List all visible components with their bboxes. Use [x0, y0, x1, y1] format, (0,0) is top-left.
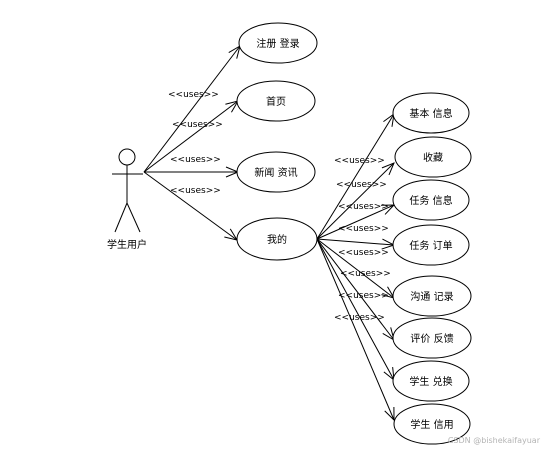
assoc-student-redeem	[316, 238, 394, 380]
stereotype-label: <<uses>>	[338, 224, 389, 234]
use-case-label: 学生 兑换	[409, 375, 452, 388]
use-case-label: 收藏	[423, 151, 443, 164]
actor-label: 学生用户	[107, 238, 147, 251]
use-case-label: 我的	[267, 233, 287, 246]
use-case-label: 任务 信息	[409, 194, 452, 207]
use-case-communication: 沟通 记录	[392, 275, 472, 317]
use-case-student-credit: 学生 信用	[393, 403, 471, 445]
stereotype-label: <<uses>>	[172, 120, 223, 130]
use-case-label: 基本 信息	[409, 107, 452, 120]
stereotype-label: <<uses>>	[168, 90, 219, 100]
stereotype-label: <<uses>>	[334, 313, 385, 323]
use-case-review: 评价 反馈	[392, 317, 472, 359]
stereotype-label: <<uses>>	[170, 186, 221, 196]
stereotype-label: <<uses>>	[336, 180, 387, 190]
actor-associations	[143, 46, 240, 240]
assoc-communication	[316, 238, 394, 298]
assoc-task-info	[316, 205, 394, 240]
use-case-label: 任务 订单	[409, 239, 452, 252]
stereotype-label: <<uses>>	[340, 269, 391, 279]
use-case-label: 评价 反馈	[410, 332, 453, 345]
stereotype-label: <<uses>>	[334, 156, 385, 166]
use-case-label: 注册 登录	[256, 37, 299, 50]
use-case-label: 沟通 记录	[410, 290, 453, 303]
mine-associations	[316, 114, 394, 420]
assoc-basic-info	[316, 114, 394, 240]
use-case-favorites: 收藏	[394, 136, 472, 178]
actor-stereotype-labels: <<uses>> <<uses>> <<uses>> <<uses>>	[168, 90, 223, 196]
use-case-label: 首页	[266, 95, 286, 108]
watermark: CSDN @bishekaifayuar	[448, 436, 541, 445]
use-case-task-info: 任务 信息	[392, 179, 470, 221]
use-case-label: 新闻 资讯	[254, 166, 297, 179]
use-case-student-redeem: 学生 兑换	[392, 360, 470, 402]
assoc-review	[316, 238, 394, 340]
stereotype-label: <<uses>>	[338, 291, 389, 301]
actor-student-user: 学生用户	[107, 148, 147, 251]
use-case-home: 首页	[236, 80, 316, 122]
assoc-home	[143, 101, 238, 173]
stereotype-label: <<uses>>	[338, 202, 389, 212]
assoc-student-credit	[316, 238, 394, 420]
assoc-register-login	[143, 46, 240, 173]
stereotype-label: <<uses>>	[338, 248, 389, 258]
assoc-favorites	[316, 163, 394, 240]
mine-stereotype-labels: <<uses>> <<uses>> <<uses>> <<uses>> <<us…	[334, 156, 391, 323]
use-case-register-login: 注册 登录	[238, 22, 318, 64]
stereotype-label: <<uses>>	[170, 155, 221, 165]
use-case-label: 学生 信用	[410, 418, 453, 431]
assoc-task-order	[316, 238, 394, 245]
use-case-basic-info: 基本 信息	[392, 92, 470, 134]
use-case-mine: 我的	[236, 217, 318, 261]
use-case-task-order: 任务 订单	[392, 224, 470, 266]
use-case-news: 新闻 资讯	[236, 151, 316, 193]
assoc-mine	[143, 171, 237, 240]
